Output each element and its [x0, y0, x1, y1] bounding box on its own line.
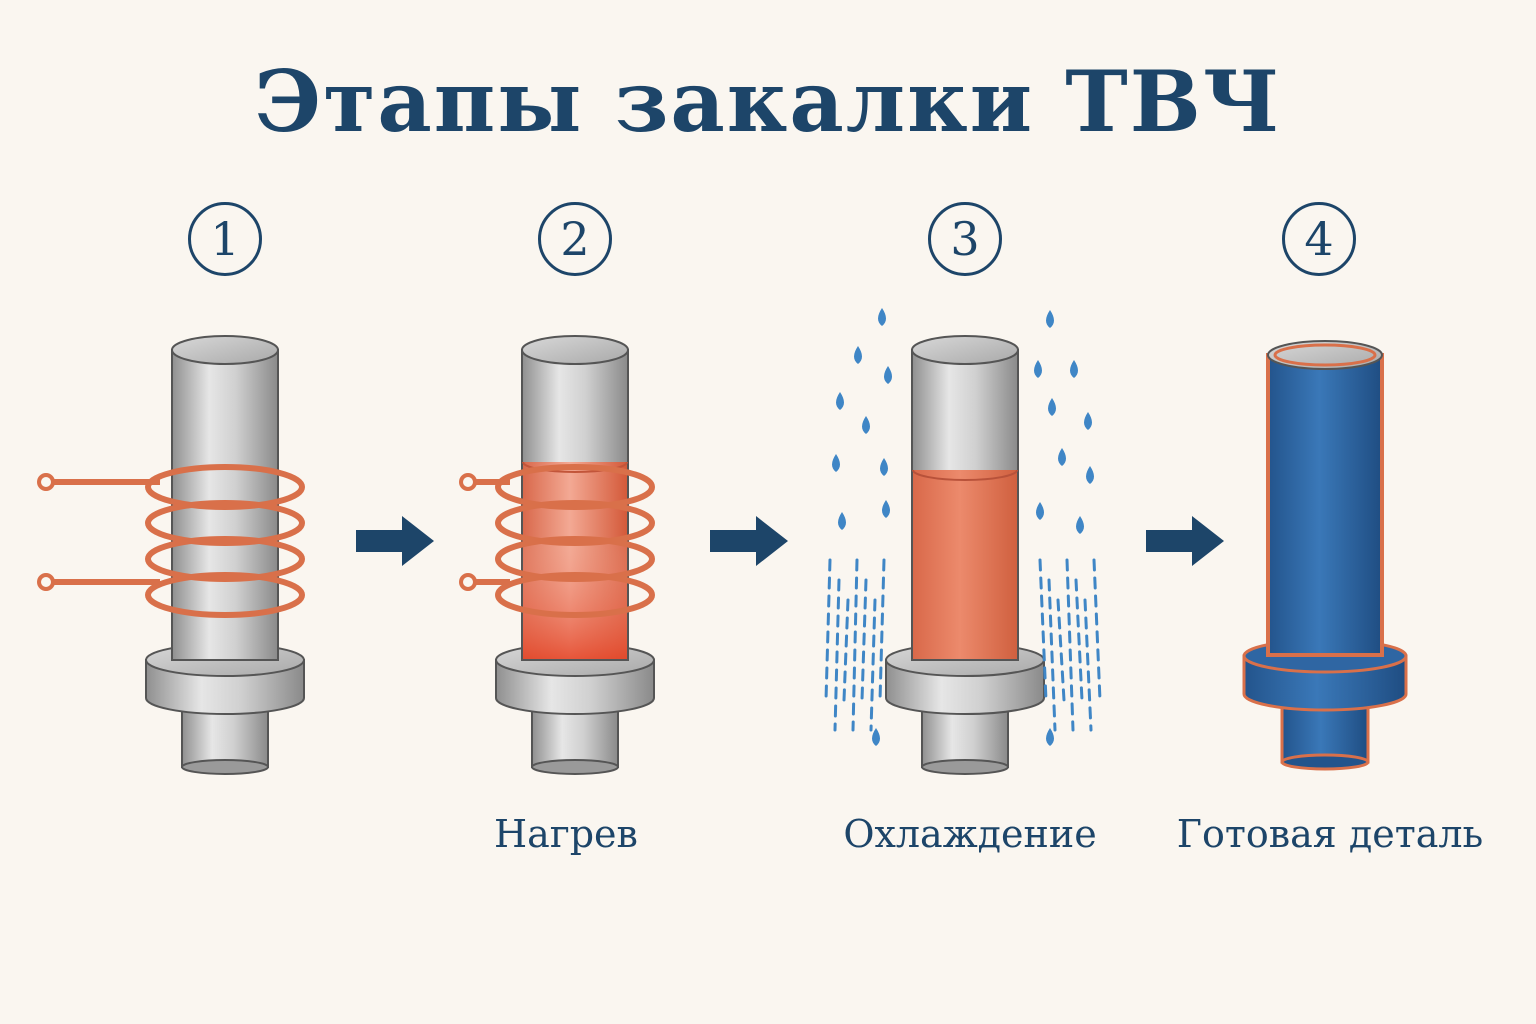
- water-streak: [1038, 558, 1048, 702]
- step-2-part: [495, 335, 655, 775]
- water-streak: [1047, 578, 1057, 732]
- water-streak: [860, 578, 868, 702]
- water-streak: [878, 558, 886, 702]
- arrow-1-to-2: [356, 516, 434, 566]
- water-streak: [1074, 578, 1084, 702]
- water-drop-icon: [1086, 466, 1094, 484]
- water-drop-icon: [854, 346, 862, 364]
- step-1-number: 1: [188, 202, 262, 276]
- step-3-number: 3: [928, 202, 1002, 276]
- water-drop-icon: [1084, 412, 1092, 430]
- water-spray: [824, 308, 1102, 746]
- water-drop-icon: [832, 454, 840, 472]
- arrow-2-to-3: [710, 516, 788, 566]
- water-drop-icon: [1070, 360, 1078, 378]
- step-1-part: [145, 335, 305, 775]
- water-drop-icon: [862, 416, 870, 434]
- step-2-caption: Нагрев: [494, 812, 638, 856]
- diagram-title: Этапы закалки ТВЧ: [254, 52, 1282, 151]
- step-2-lead-terminal: [459, 473, 477, 491]
- water-drop-icon: [1046, 310, 1054, 328]
- water-streak: [842, 598, 850, 702]
- water-streak: [1092, 558, 1102, 702]
- water-streak: [869, 598, 877, 732]
- water-drop-icon: [1036, 502, 1044, 520]
- water-streak: [851, 558, 859, 732]
- step-3-caption: Охлаждение: [843, 812, 1097, 856]
- step-4-number: 4: [1282, 202, 1356, 276]
- water-streak: [1056, 598, 1066, 702]
- water-drop-icon: [1058, 448, 1066, 466]
- water-streak: [1083, 598, 1093, 732]
- step-2-number: 2: [538, 202, 612, 276]
- water-drop-icon: [882, 500, 890, 518]
- water-drop-icon: [1076, 516, 1084, 534]
- water-drop-icon: [838, 512, 846, 530]
- step-2-lead-terminal: [459, 573, 477, 591]
- water-drop-icon: [1048, 398, 1056, 416]
- water-drop-icon: [878, 308, 886, 326]
- step-1-coil: [52, 464, 305, 618]
- water-drop-icon: [872, 728, 880, 746]
- water-drop-icon: [884, 366, 892, 384]
- step-4-part: [1242, 340, 1408, 771]
- water-streak: [824, 558, 832, 702]
- water-streak: [833, 578, 841, 732]
- water-drop-icon: [1034, 360, 1042, 378]
- water-streak: [1065, 558, 1075, 732]
- arrow-3-to-4: [1146, 516, 1224, 566]
- water-drop-icon: [836, 392, 844, 410]
- step-2-coil: [474, 464, 655, 618]
- water-drop-icon: [880, 458, 888, 476]
- step-1-lead-terminal: [37, 573, 55, 591]
- water-drop-icon: [1046, 728, 1054, 746]
- step-1-lead-terminal: [37, 473, 55, 491]
- step-4-caption: Готовая деталь: [1176, 812, 1484, 856]
- step-3-part: [885, 335, 1045, 775]
